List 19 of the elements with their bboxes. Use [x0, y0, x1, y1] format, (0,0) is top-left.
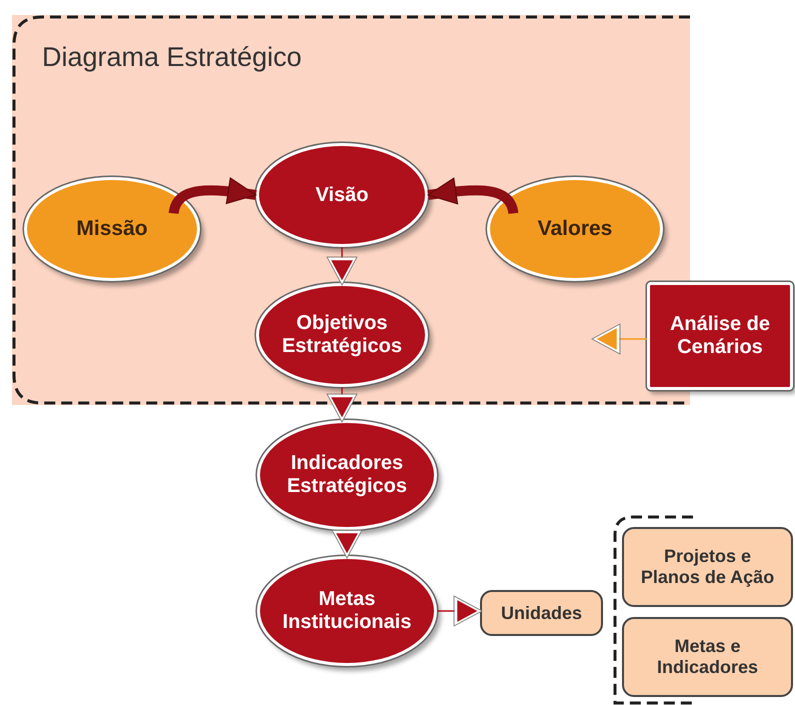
ellipse-node: Visão [256, 143, 428, 247]
dashed-group [613, 515, 795, 705]
arrow [427, 178, 518, 214]
ellipse-node: Indicadores Estratégicos [257, 420, 437, 530]
arrow [590, 322, 647, 356]
arrow [168, 178, 257, 214]
arrow [326, 247, 358, 286]
rounded-box: Metas e Indicadores [622, 617, 793, 697]
rounded-box: Projetos e Planos de Ação [622, 527, 793, 607]
panel-title: Diagrama Estratégico [42, 42, 302, 74]
arrow [326, 387, 358, 424]
arrow [330, 528, 364, 560]
process-box: Análise de Cenários [647, 282, 793, 390]
ellipse-node: Missão [24, 177, 200, 281]
ellipse-node: Objetivos Estratégicos [256, 283, 428, 387]
ellipse-node: Metas Institucionais [257, 556, 437, 666]
rounded-box: Unidades [480, 590, 603, 636]
ellipse-node: Valores [487, 177, 663, 281]
arrow [437, 594, 484, 628]
